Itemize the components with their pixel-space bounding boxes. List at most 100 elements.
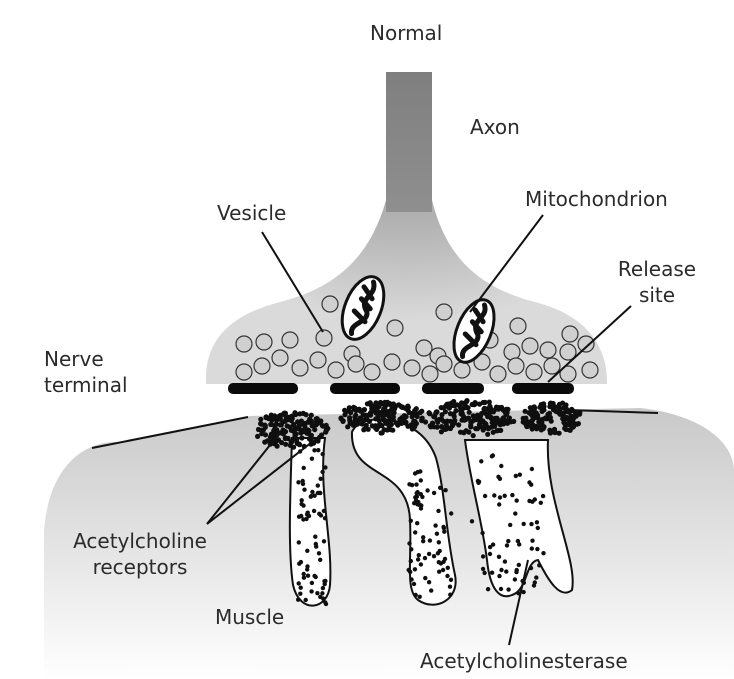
cholinesterase-dot [437, 540, 441, 544]
receptor-dot [464, 428, 469, 433]
vesicle [508, 358, 524, 374]
cholinesterase-dot [313, 535, 317, 539]
receptor-dot [419, 409, 424, 414]
axon-label: Axon [470, 114, 520, 140]
muscle-label: Muscle [215, 604, 284, 630]
cholinesterase-dot [409, 577, 413, 581]
receptor-dot [451, 420, 456, 425]
cholinesterase-dot [419, 562, 423, 566]
receptor-dot [548, 430, 553, 435]
receptor-dot [301, 411, 306, 416]
receptor-dot [539, 420, 544, 425]
receptor-dot [568, 428, 573, 433]
receptor-dot [557, 402, 562, 407]
receptor-dot [412, 408, 417, 413]
receptor-dot [480, 418, 485, 423]
cholinesterase-dot [314, 542, 318, 546]
cholinesterase-dot [498, 477, 502, 481]
release-site-label-line1: Release [612, 256, 702, 282]
cholinesterase-dot [297, 540, 301, 544]
cholinesterase-dot [300, 498, 304, 502]
vesicle [256, 334, 272, 350]
receptor-dot [451, 411, 456, 416]
receptor-dot [309, 413, 314, 418]
cholinesterase-dot [299, 514, 303, 518]
cholinesterase-dot [413, 567, 417, 571]
receptor-dot [382, 427, 387, 432]
receptor-dot [482, 406, 487, 411]
receptor-dot [295, 441, 300, 446]
receptor-dot [473, 426, 478, 431]
cholinesterase-dot [527, 480, 531, 484]
cholinesterase-dot [535, 520, 539, 524]
receptor-dot [494, 428, 499, 433]
cholinesterase-dot [296, 480, 300, 484]
cholinesterase-dot [413, 471, 417, 475]
cholinesterase-dot [482, 571, 486, 575]
receptor-dot [362, 426, 367, 431]
receptor-dot [492, 424, 497, 429]
cholinesterase-dot [415, 490, 419, 494]
cholinesterase-dot [446, 566, 450, 570]
receptor-dot [383, 418, 388, 423]
acetylcholine-receptors-label: Acetylcholine receptors [60, 528, 220, 580]
cholinesterase-dot [479, 459, 483, 463]
vesicle [254, 358, 270, 374]
cholinesterase-dot [415, 521, 419, 525]
receptor-dot [391, 414, 396, 419]
receptor-dot [307, 418, 312, 423]
cholinesterase-dot [513, 511, 517, 515]
receptor-dot [272, 423, 277, 428]
vesicle [562, 326, 578, 342]
cholinesterase-dot [492, 493, 496, 497]
release-sites [228, 383, 574, 394]
cholinesterase-dot [418, 595, 422, 599]
receptor-dot [351, 423, 356, 428]
receptor-dot [272, 415, 277, 420]
cholinesterase-dot [318, 558, 322, 562]
receptor-dot [494, 405, 499, 410]
receptor-dot [564, 409, 569, 414]
vesicle [436, 304, 452, 320]
cholinesterase-dot [305, 567, 309, 571]
cholinesterase-dot [541, 551, 545, 555]
receptor-dot [525, 419, 530, 424]
receptor-dot [284, 416, 289, 421]
receptor-dot [315, 418, 320, 423]
receptor-dot [290, 427, 295, 432]
receptor-dot [301, 421, 306, 426]
cholinesterase-dot [513, 577, 517, 581]
cholinesterase-dot [504, 569, 508, 573]
cholinesterase-dot [418, 469, 422, 473]
cholinesterase-dot [506, 539, 510, 543]
receptor-dot [571, 424, 576, 429]
cholinesterase-dot [299, 560, 303, 564]
receptor-dot [441, 419, 446, 424]
figure-title: Normal [370, 20, 442, 46]
receptor-dot [347, 415, 352, 420]
receptor-dot [461, 413, 466, 418]
cholinesterase-dot [533, 497, 537, 501]
receptor-dot [530, 425, 535, 430]
vesicle [582, 362, 598, 378]
receptor-dot [448, 426, 453, 431]
cholinesterase-dot [312, 509, 316, 513]
cholinesterase-dot [445, 574, 449, 578]
receptor-dot [463, 403, 468, 408]
receptor-dot [535, 413, 540, 418]
vesicle [522, 338, 538, 354]
cholinesterase-dot [323, 579, 327, 583]
cholinesterase-dot [536, 526, 540, 530]
cholinesterase-dot [486, 587, 490, 591]
cholinesterase-dot [441, 568, 445, 572]
cholinesterase-dot [323, 600, 327, 604]
cholinesterase-dot [541, 494, 545, 498]
vesicle [490, 366, 506, 382]
receptor-dot [379, 411, 384, 416]
cholinesterase-dot [436, 509, 440, 513]
receptor-dot [373, 416, 378, 421]
cholinesterase-dot [318, 491, 322, 495]
receptor-dot [299, 435, 304, 440]
cholinesterase-dot [427, 580, 431, 584]
cholinesterase-dot [470, 519, 474, 523]
